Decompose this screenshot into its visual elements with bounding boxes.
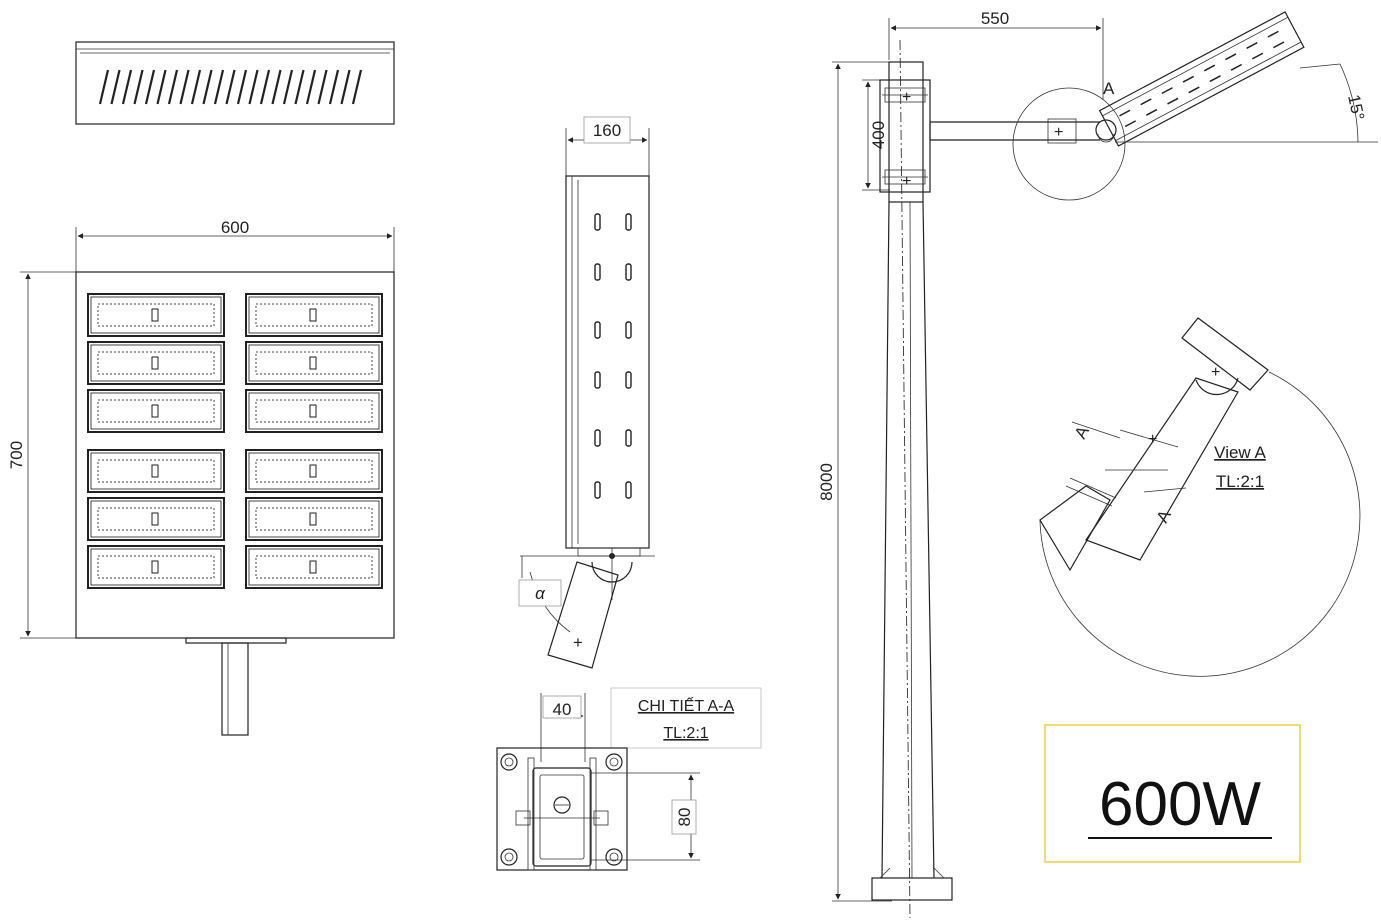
section-aa-title: CHI TIẾT A-A [638,696,735,715]
height-dimension-label: 700 [7,441,26,469]
vent-slot [121,69,133,105]
top-view [75,41,395,125]
side-slot [625,321,632,339]
vent-slot [259,69,271,105]
led-module [245,293,383,337]
side-slot [594,481,601,499]
led-module-grid [87,293,383,589]
led-module [87,545,225,589]
side-slot [625,213,632,231]
vent-slot [156,69,167,105]
angle-alpha-label: α [535,584,546,603]
detail-a-marker: A [1103,79,1115,98]
view-a-arc [1039,371,1361,677]
fixture-side-body [565,175,650,549]
vent-slot [202,69,213,105]
vent-slot [305,69,317,105]
power-badge-frame [1044,724,1301,863]
vent-slot [110,69,121,105]
led-module [245,545,383,589]
vent-slot [179,69,190,105]
side-slots [594,213,632,499]
svg-text:+: + [902,173,911,190]
side-width-label: 160 [593,121,621,140]
power-badge: 600W [1044,724,1301,863]
led-module [245,497,383,541]
tilt-angle-label: 15° [1344,93,1368,122]
side-slot [594,429,601,447]
vent-slot [236,69,248,105]
side-slot [625,263,632,281]
vent-slot [213,69,225,105]
led-module [245,341,383,385]
vent-slot [248,69,259,105]
svg-text:+: + [1211,364,1220,381]
tilt-arm [547,561,619,669]
vent-slot [351,69,363,105]
vent-slots [98,69,363,105]
pole-base-plate [871,877,953,901]
vent-slot [167,69,179,105]
vent-slot [190,69,202,105]
side-slot [625,429,632,447]
led-module [87,497,225,541]
pole-elevation: 550 8000 400 + + + [817,9,1378,919]
side-slot [594,371,601,389]
bracket-height-label: 400 [869,121,888,149]
side-view: 160 + α [518,116,655,669]
view-a-title: View A [1214,443,1266,462]
detail-a-circle [1012,87,1126,201]
view-a-detail: + + A A View A TL:2:1 [1039,317,1361,677]
luminaire-side [1098,11,1305,147]
vent-slot [225,69,236,105]
vent-slot [328,69,340,105]
led-module [245,449,383,493]
led-module [87,449,225,493]
side-slot [594,213,601,231]
led-module [87,341,225,385]
vent-slot [144,69,156,105]
width-dimension-label: 600 [221,218,249,237]
side-slot [594,263,601,281]
led-module [87,293,225,337]
section-aa: CHI TIẾT A-A TL:2:1 40 80 [496,687,762,871]
vent-slot [317,69,328,105]
side-slot [625,481,632,499]
svg-text:+: + [902,89,911,106]
vent-slot [294,69,305,105]
vent-slot [340,69,351,105]
side-slot [625,371,632,389]
svg-text:+: + [1054,124,1063,141]
view-a-marker-bottom: A [1153,506,1175,526]
vent-slot [98,69,110,105]
arm-length-label: 550 [981,9,1009,28]
vent-slot [133,69,144,105]
pole-height-label: 8000 [817,463,836,501]
pole-centerline [899,39,911,919]
power-rating-text: 600W [1099,770,1261,839]
section-width-label: 40 [553,700,572,719]
mounting-post [221,642,249,736]
svg-text:+: + [573,633,583,652]
front-view: 600 700 [7,218,395,736]
led-module [87,389,225,433]
vent-slot [271,69,282,105]
led-module [245,389,383,433]
section-aa-scale: TL:2:1 [663,725,708,742]
view-a-scale: TL:2:1 [1216,472,1264,491]
base-plate [496,747,628,871]
svg-text:+: + [1148,431,1157,448]
side-slot [594,321,601,339]
section-height-label: 80 [675,808,694,827]
vent-slot [282,69,294,105]
